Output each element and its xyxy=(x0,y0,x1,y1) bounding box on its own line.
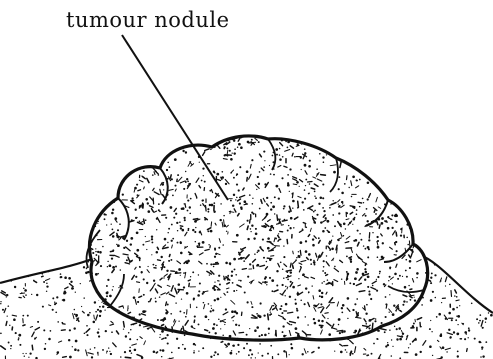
tumour-nodule-label: tumour nodule xyxy=(66,10,230,31)
tumour-nodule xyxy=(80,131,436,347)
